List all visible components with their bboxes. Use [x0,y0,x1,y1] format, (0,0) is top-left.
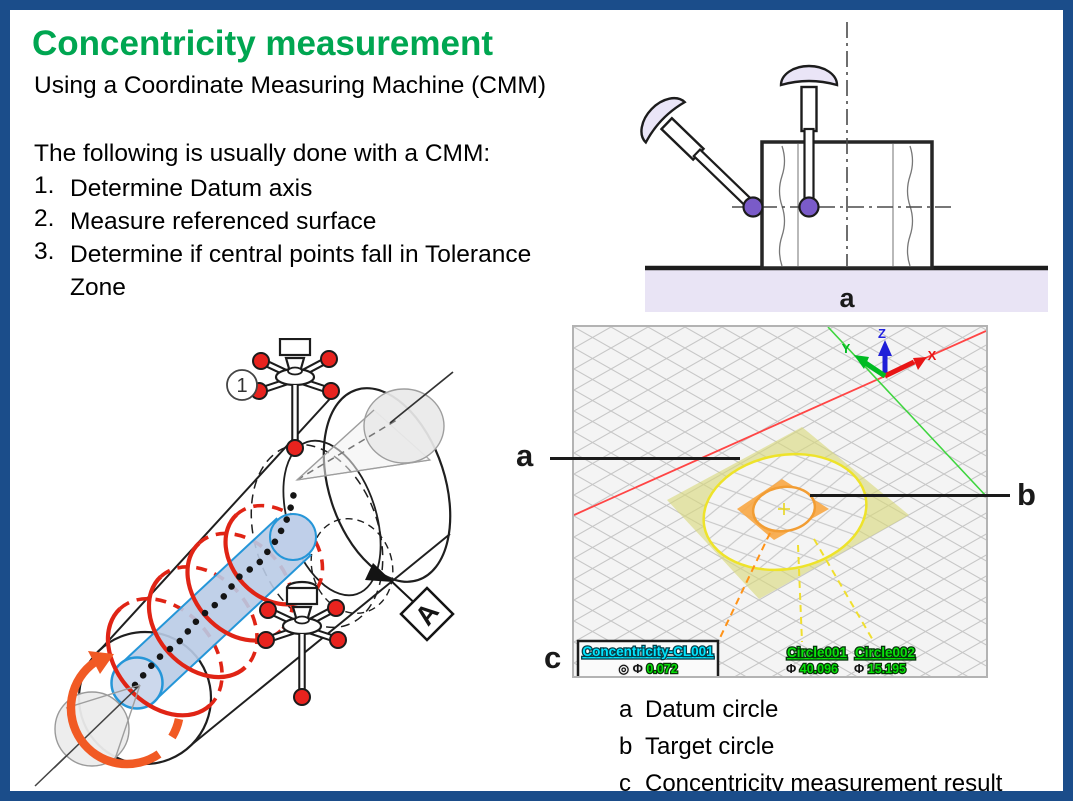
legend-item: c Concentricity measurement result [619,770,1003,797]
circle001-name: Circle001 [787,645,848,660]
z-axis-label: Z [878,327,886,341]
circle002-value: 15.195 [868,662,906,676]
steps-list: 1. Determine Datum axis 2. Measure refer… [34,172,579,304]
callout-line-b [810,494,1010,497]
concentricity-name: Concentricity-CL001 [582,644,714,659]
step-number-badge [226,369,258,401]
intro-text: The following is usually done with a CMM… [34,140,491,167]
surface-texture-line [778,145,786,267]
center-marker [778,503,790,515]
circle002-name: Circle002 [855,645,915,660]
page-title: Concentricity measurement [32,24,493,63]
list-item: 3. Determine if central points fall in T… [34,238,532,301]
machine-table [645,268,1048,312]
callout-a: a [516,438,534,473]
page-subtitle: Using a Coordinate Measuring Machine (CM… [34,72,546,99]
y-axis-label: Y [842,341,851,356]
legend-item: b Target circle [619,733,775,760]
leader-circle002 [813,538,875,643]
leader-circle001 [797,544,803,643]
list-item: 2. Measure referenced surface [34,205,377,235]
circle002-symbol: Φ [854,662,864,676]
svg-text:Φ 15.195: Φ 15.195 [854,662,906,676]
cylinder-end-face [322,387,452,583]
step-number: 1 [236,375,247,397]
axis-triad: Z X Y [842,326,937,379]
measurement-result-box [576,639,720,680]
callout-c: c [544,640,562,675]
hidden-edge [310,518,394,614]
callout-line-a [550,457,740,460]
rotation-arrow [66,651,184,769]
concentricity-symbols: ◎ Φ [618,662,643,676]
datum-flag [399,586,455,642]
measured-center-points [131,480,300,689]
surface-texture-line [906,145,914,267]
svg-text:◎ Φ 0.072: ◎ Φ 0.072 [618,662,677,676]
legend-item: a Datum circle [619,696,779,723]
stylus-tip-sphere [363,388,445,464]
legend: a Datum circle b Target circle c Concent… [619,696,1003,797]
datum-triangle [365,563,393,582]
cad-viewport: Z X Y Concentricity-CL001 ◎ Φ 0.072 Circ… [572,325,988,680]
callout-b: b [1017,477,1036,512]
concentricity-value: 0.072 [646,662,677,676]
list-item: 1. Determine Datum axis [34,172,313,202]
concentricity-scan-diagram: A 1 [34,338,455,787]
circle001-value: 40.096 [800,662,838,676]
circle001-symbol: Φ [786,662,796,676]
cylinder-outline [189,533,451,747]
diagram-label-a: a [839,283,855,313]
cmm-probing-diagram: a [630,22,1048,313]
leader-concentricity [717,532,771,643]
x-axis-label: X [928,348,937,363]
svg-text:Φ 40.096: Φ 40.096 [786,662,838,676]
angled-probe [630,87,781,235]
